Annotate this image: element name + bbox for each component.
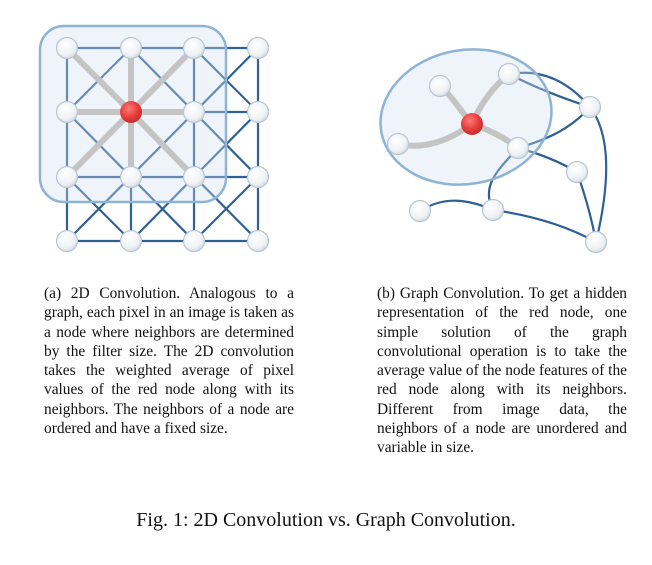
grid-node bbox=[182, 229, 206, 253]
grid-node bbox=[119, 36, 143, 60]
convolution-diagram bbox=[38, 24, 608, 254]
grid-node bbox=[55, 36, 79, 60]
grid-node bbox=[55, 165, 79, 189]
graph-node bbox=[408, 199, 432, 223]
grid-node bbox=[182, 100, 206, 124]
subfigure-a-caption: (a) 2D Convolution. Analogous to a graph… bbox=[44, 285, 294, 438]
graph-node bbox=[481, 198, 505, 222]
subfigure-b-caption: (b) Graph Convolution. To get a hidden r… bbox=[377, 285, 627, 457]
grid-node bbox=[246, 36, 270, 60]
grid-node bbox=[182, 165, 206, 189]
grid-graph bbox=[38, 24, 270, 253]
graph-node bbox=[386, 132, 410, 156]
graph-node bbox=[497, 62, 521, 86]
grid-node bbox=[246, 100, 270, 124]
grid-nodes bbox=[55, 36, 270, 253]
graph-node bbox=[584, 230, 608, 254]
center-node-red bbox=[461, 113, 483, 135]
graph-node bbox=[506, 136, 530, 160]
grid-node bbox=[119, 165, 143, 189]
grid-node bbox=[246, 229, 270, 253]
grid-node bbox=[246, 165, 270, 189]
grid-node bbox=[55, 100, 79, 124]
graph-network bbox=[379, 48, 608, 254]
graph-nodes bbox=[386, 62, 608, 254]
center-node-red bbox=[120, 101, 142, 123]
grid-node bbox=[119, 229, 143, 253]
graph-node bbox=[578, 95, 602, 119]
graph-node bbox=[428, 74, 452, 98]
grid-node bbox=[55, 229, 79, 253]
grid-node bbox=[182, 36, 206, 60]
figure-caption: Fig. 1: 2D Convolution vs. Graph Convolu… bbox=[136, 509, 516, 531]
graph-node bbox=[565, 160, 589, 184]
